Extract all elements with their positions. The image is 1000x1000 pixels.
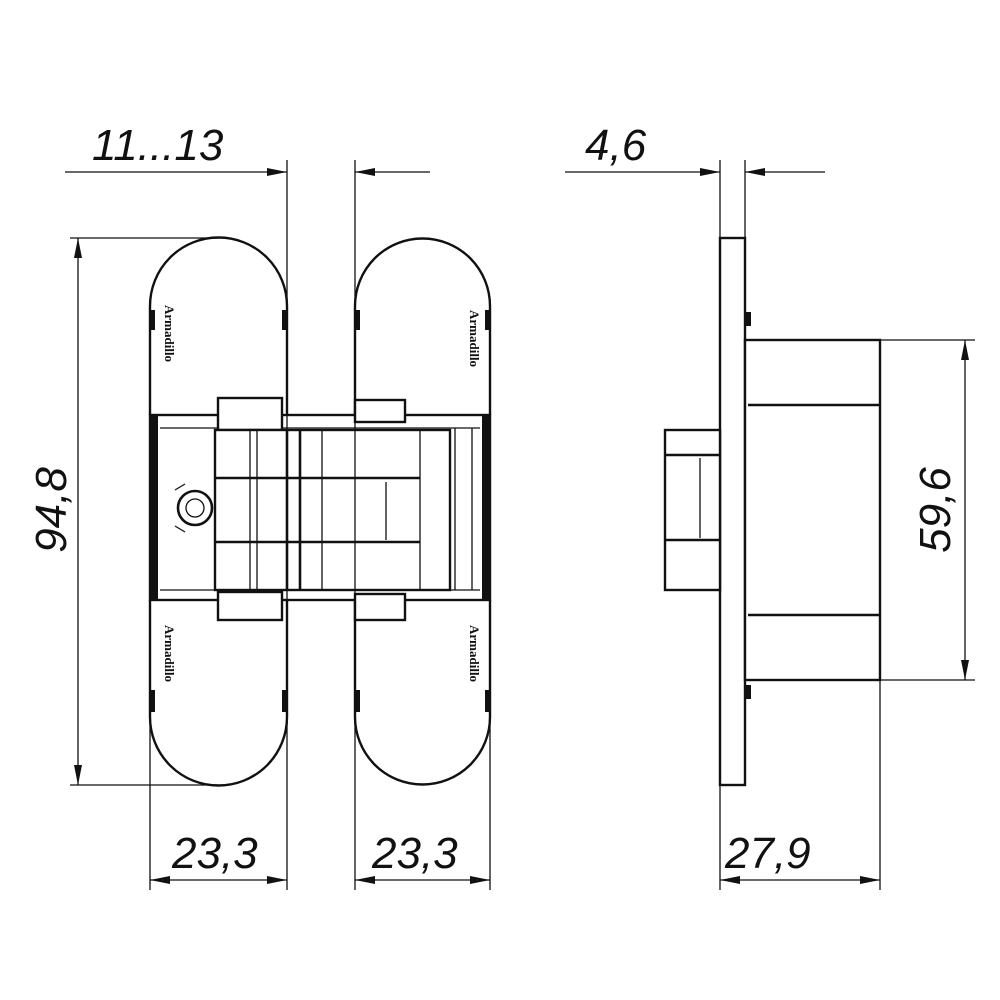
dim-body-depth: 27,9	[724, 829, 811, 878]
bracket-bottom-right	[353, 592, 407, 622]
left-bottom-leaf	[148, 600, 289, 787]
side-plate	[718, 236, 747, 787]
body-edge-right	[482, 415, 490, 600]
dim-leaf-gap: 11...13	[92, 121, 224, 170]
logo-right-bottom: Armadillo	[467, 625, 482, 682]
logo-right-top: Armadillo	[467, 310, 482, 367]
dim-plate-thickness: 4,6	[585, 121, 647, 170]
bracket-top-right	[353, 398, 407, 424]
side-tab-top	[745, 312, 751, 326]
side-boss	[663, 428, 722, 592]
logo-left-top: Armadillo	[162, 305, 177, 362]
mechanism	[213, 428, 452, 592]
side-tab-bottom	[745, 685, 751, 699]
dim-leaf-width-right: 23,3	[371, 829, 458, 878]
bracket-bottom-left	[216, 590, 284, 622]
dim-height: 94,8	[27, 467, 76, 553]
logo-left-bottom: Armadillo	[162, 625, 177, 682]
bracket-top-left	[216, 396, 284, 432]
adjustment-screw-icon	[174, 483, 214, 533]
dimension-lines	[65, 160, 975, 890]
dim-leaf-width-left: 23,3	[171, 829, 258, 878]
side-body	[743, 338, 882, 682]
leaf-slots	[151, 310, 489, 712]
dim-body-height: 59,6	[911, 467, 960, 553]
right-top-leaf	[353, 237, 492, 415]
left-top-leaf	[148, 236, 289, 415]
right-bottom-leaf	[353, 600, 492, 786]
dimension-labels: 11...13 94,8 23,3 23,3 4,6 59,6 27,9	[27, 121, 960, 878]
body-edge-left	[150, 415, 158, 600]
front-view: Armadillo Armadillo Armadillo Armadillo	[148, 236, 492, 787]
side-view	[663, 236, 882, 787]
